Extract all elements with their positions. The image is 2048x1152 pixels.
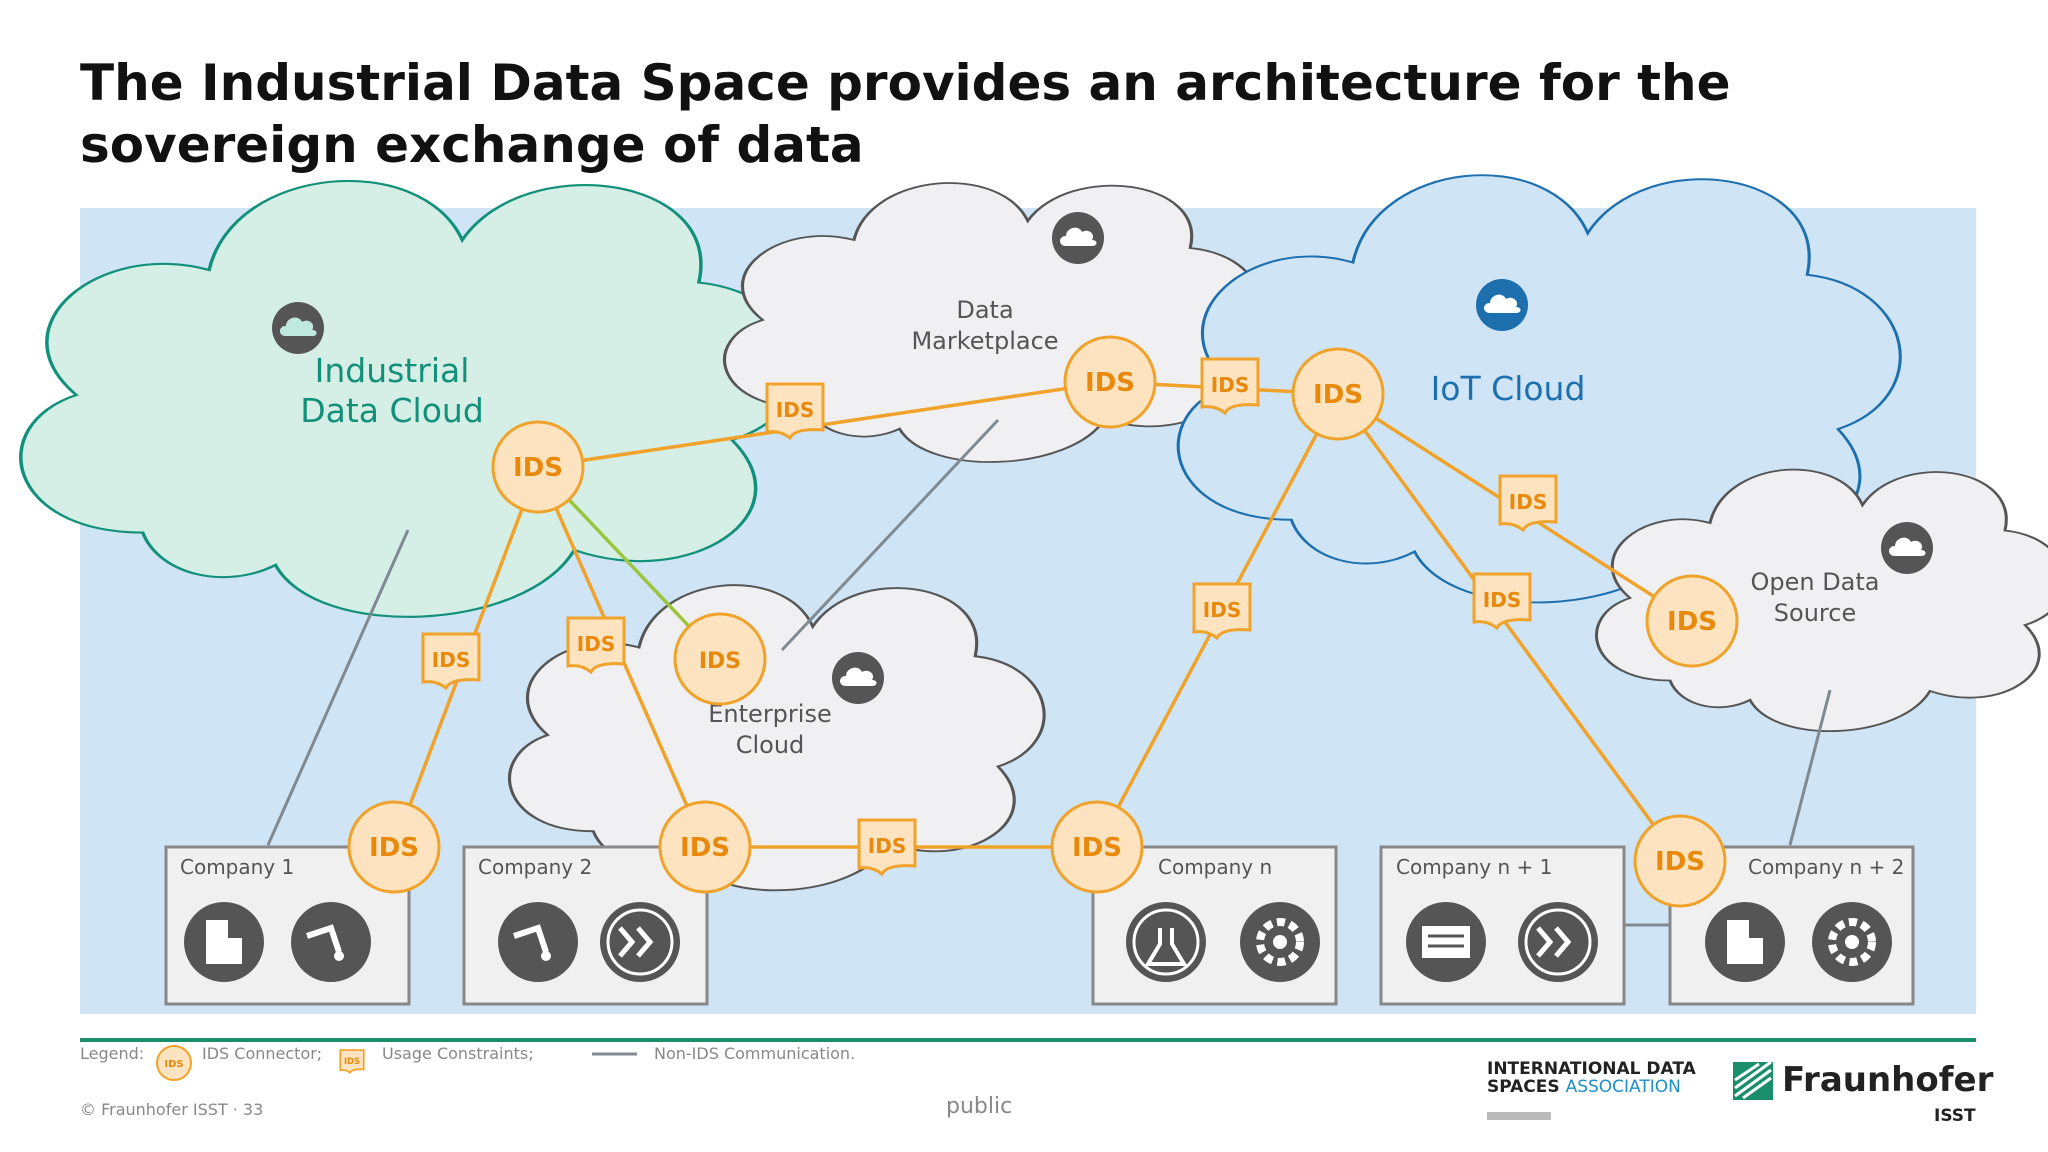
svg-text:IDS: IDS bbox=[699, 649, 741, 674]
svg-text:IDS: IDS bbox=[1211, 373, 1249, 397]
lab-flask-icon bbox=[1126, 902, 1206, 982]
legend-constraint-icon: IDS bbox=[339, 1049, 365, 1074]
idsa-line1: INTERNATIONAL DATA bbox=[1487, 1059, 1696, 1079]
svg-text:Company n + 2: Company n + 2 bbox=[1748, 855, 1904, 879]
building-icon bbox=[1705, 902, 1785, 982]
idsa-line2a: SPACES bbox=[1487, 1077, 1560, 1097]
enterprise-cloud-label: Cloud bbox=[736, 731, 805, 759]
svg-text:IDS: IDS bbox=[1072, 833, 1122, 863]
cloud-badge-icon bbox=[1476, 279, 1528, 331]
cloud-badge-icon bbox=[272, 302, 324, 354]
svg-text:IDS: IDS bbox=[1203, 598, 1241, 622]
ids-connector: IDS bbox=[491, 420, 585, 514]
svg-text:IDS: IDS bbox=[164, 1059, 183, 1070]
non-ids-link bbox=[1788, 689, 1832, 846]
ids-connector: IDS bbox=[658, 800, 752, 894]
svg-text:Company 2: Company 2 bbox=[478, 855, 592, 879]
marketplace-cloud-label: Marketplace bbox=[911, 327, 1058, 355]
process-icon bbox=[1518, 902, 1598, 982]
marketplace-cloud-label: Data bbox=[956, 296, 1013, 324]
svg-text:IDS: IDS bbox=[680, 833, 730, 863]
svg-text:IDS: IDS bbox=[344, 1056, 360, 1066]
ids-link bbox=[1336, 392, 1682, 863]
idsa-line2b: ASSOCIATION bbox=[1565, 1077, 1681, 1097]
svg-text:IDS: IDS bbox=[1667, 607, 1717, 637]
robot-arm-icon bbox=[498, 902, 578, 982]
copyright: © Fraunhofer ISST · 33 bbox=[80, 1100, 264, 1119]
ids-connector: IDS bbox=[1291, 347, 1385, 441]
company-box: Company 2 bbox=[462, 845, 709, 1006]
classification: public bbox=[946, 1094, 1013, 1119]
usage-constraint-doc: IDS bbox=[566, 616, 626, 674]
company-boxes: Company 1 Company 2 Company n Company n … bbox=[164, 845, 1915, 1006]
usage-constraint-doc: IDS bbox=[421, 632, 481, 690]
usage-constraint-doc: IDS bbox=[857, 818, 917, 876]
legend-prefix: Legend: bbox=[80, 1044, 145, 1063]
cloud-badge-icon bbox=[1052, 212, 1104, 264]
opendata-cloud-label: Open Data bbox=[1750, 568, 1879, 596]
ids-connector: IDS bbox=[347, 800, 441, 894]
legend-connector-label: IDS Connector; bbox=[202, 1044, 323, 1063]
fraunhofer-logo-icon bbox=[1733, 1060, 1773, 1100]
company-box: Company n + 2 bbox=[1668, 845, 1915, 1006]
cloud-badge-icon bbox=[1881, 522, 1933, 574]
idsa-underline bbox=[1487, 1112, 1551, 1120]
legend-connector-icon: IDS bbox=[156, 1045, 192, 1081]
usage-constraint-doc: IDS bbox=[1472, 572, 1532, 630]
svg-text:IDS: IDS bbox=[1483, 588, 1521, 612]
slide-title: The Industrial Data Space provides an ar… bbox=[80, 54, 1731, 174]
gear-icon bbox=[1812, 902, 1892, 982]
svg-text:IDS: IDS bbox=[1655, 847, 1705, 877]
svg-text:Company 1: Company 1 bbox=[180, 855, 294, 879]
enterprise-cloud-label: Enterprise bbox=[708, 700, 831, 728]
iot-cloud-label: IoT Cloud bbox=[1431, 369, 1586, 408]
svg-text:IDS: IDS bbox=[369, 833, 419, 863]
non-ids-link bbox=[266, 529, 410, 846]
robot-arm-icon bbox=[291, 902, 371, 982]
process-icon bbox=[600, 902, 680, 982]
svg-text:IDS: IDS bbox=[776, 398, 814, 422]
ids-connector: IDS bbox=[1633, 814, 1727, 908]
legend: Legend: bbox=[80, 1044, 144, 1063]
svg-text:Company n + 1: Company n + 1 bbox=[1396, 855, 1552, 879]
ids-connector: IDS bbox=[1063, 335, 1157, 429]
svg-text:IDS: IDS bbox=[1509, 490, 1547, 514]
svg-text:IDS: IDS bbox=[577, 632, 615, 656]
company-box: Company n + 1 bbox=[1379, 845, 1626, 1006]
svg-text:IDS: IDS bbox=[513, 453, 563, 483]
building-icon bbox=[184, 902, 264, 982]
ids-connectors: IDS IDS IDS IDS IDS IDS IDS IDS IDS bbox=[347, 335, 1739, 908]
idsa-logo: INTERNATIONAL DATA SPACES ASSOCIATION bbox=[1487, 1060, 1696, 1096]
ids-connector: IDS bbox=[1645, 574, 1739, 668]
usage-constraint-docs: IDS IDS IDS IDS IDS IDS IDS IDS bbox=[421, 357, 1558, 876]
non-ids-links bbox=[266, 418, 1832, 927]
industrial-cloud-label: Industrial bbox=[315, 351, 470, 390]
ids-connector: IDS bbox=[1050, 800, 1144, 894]
industrial-cloud-label: Data Cloud bbox=[300, 391, 484, 430]
fraunhofer-wordmark: Fraunhofer bbox=[1782, 1060, 1994, 1100]
cloud-badge-icon bbox=[832, 652, 884, 704]
svg-text:Company n: Company n bbox=[1158, 855, 1272, 879]
svg-text:IDS: IDS bbox=[868, 834, 906, 858]
ids-connector: IDS bbox=[673, 612, 767, 706]
server-icon bbox=[1406, 902, 1486, 982]
opendata-cloud-label: Source bbox=[1774, 599, 1856, 627]
fraunhofer-isst: ISST bbox=[1934, 1106, 1976, 1126]
usage-constraint-doc: IDS bbox=[1192, 582, 1252, 640]
svg-text:IDS: IDS bbox=[432, 648, 470, 672]
usage-constraint-doc: IDS bbox=[1200, 357, 1260, 415]
legend-non-ids-label: Non-IDS Communication. bbox=[654, 1044, 856, 1063]
svg-text:IDS: IDS bbox=[1085, 368, 1135, 398]
usage-constraint-doc: IDS bbox=[1498, 474, 1558, 532]
legend-constraints-label: Usage Constraints; bbox=[382, 1044, 534, 1063]
svg-text:IDS: IDS bbox=[1313, 380, 1363, 410]
gear-icon bbox=[1240, 902, 1320, 982]
non-ids-link bbox=[780, 418, 1000, 652]
usage-constraint-doc: IDS bbox=[765, 382, 825, 440]
